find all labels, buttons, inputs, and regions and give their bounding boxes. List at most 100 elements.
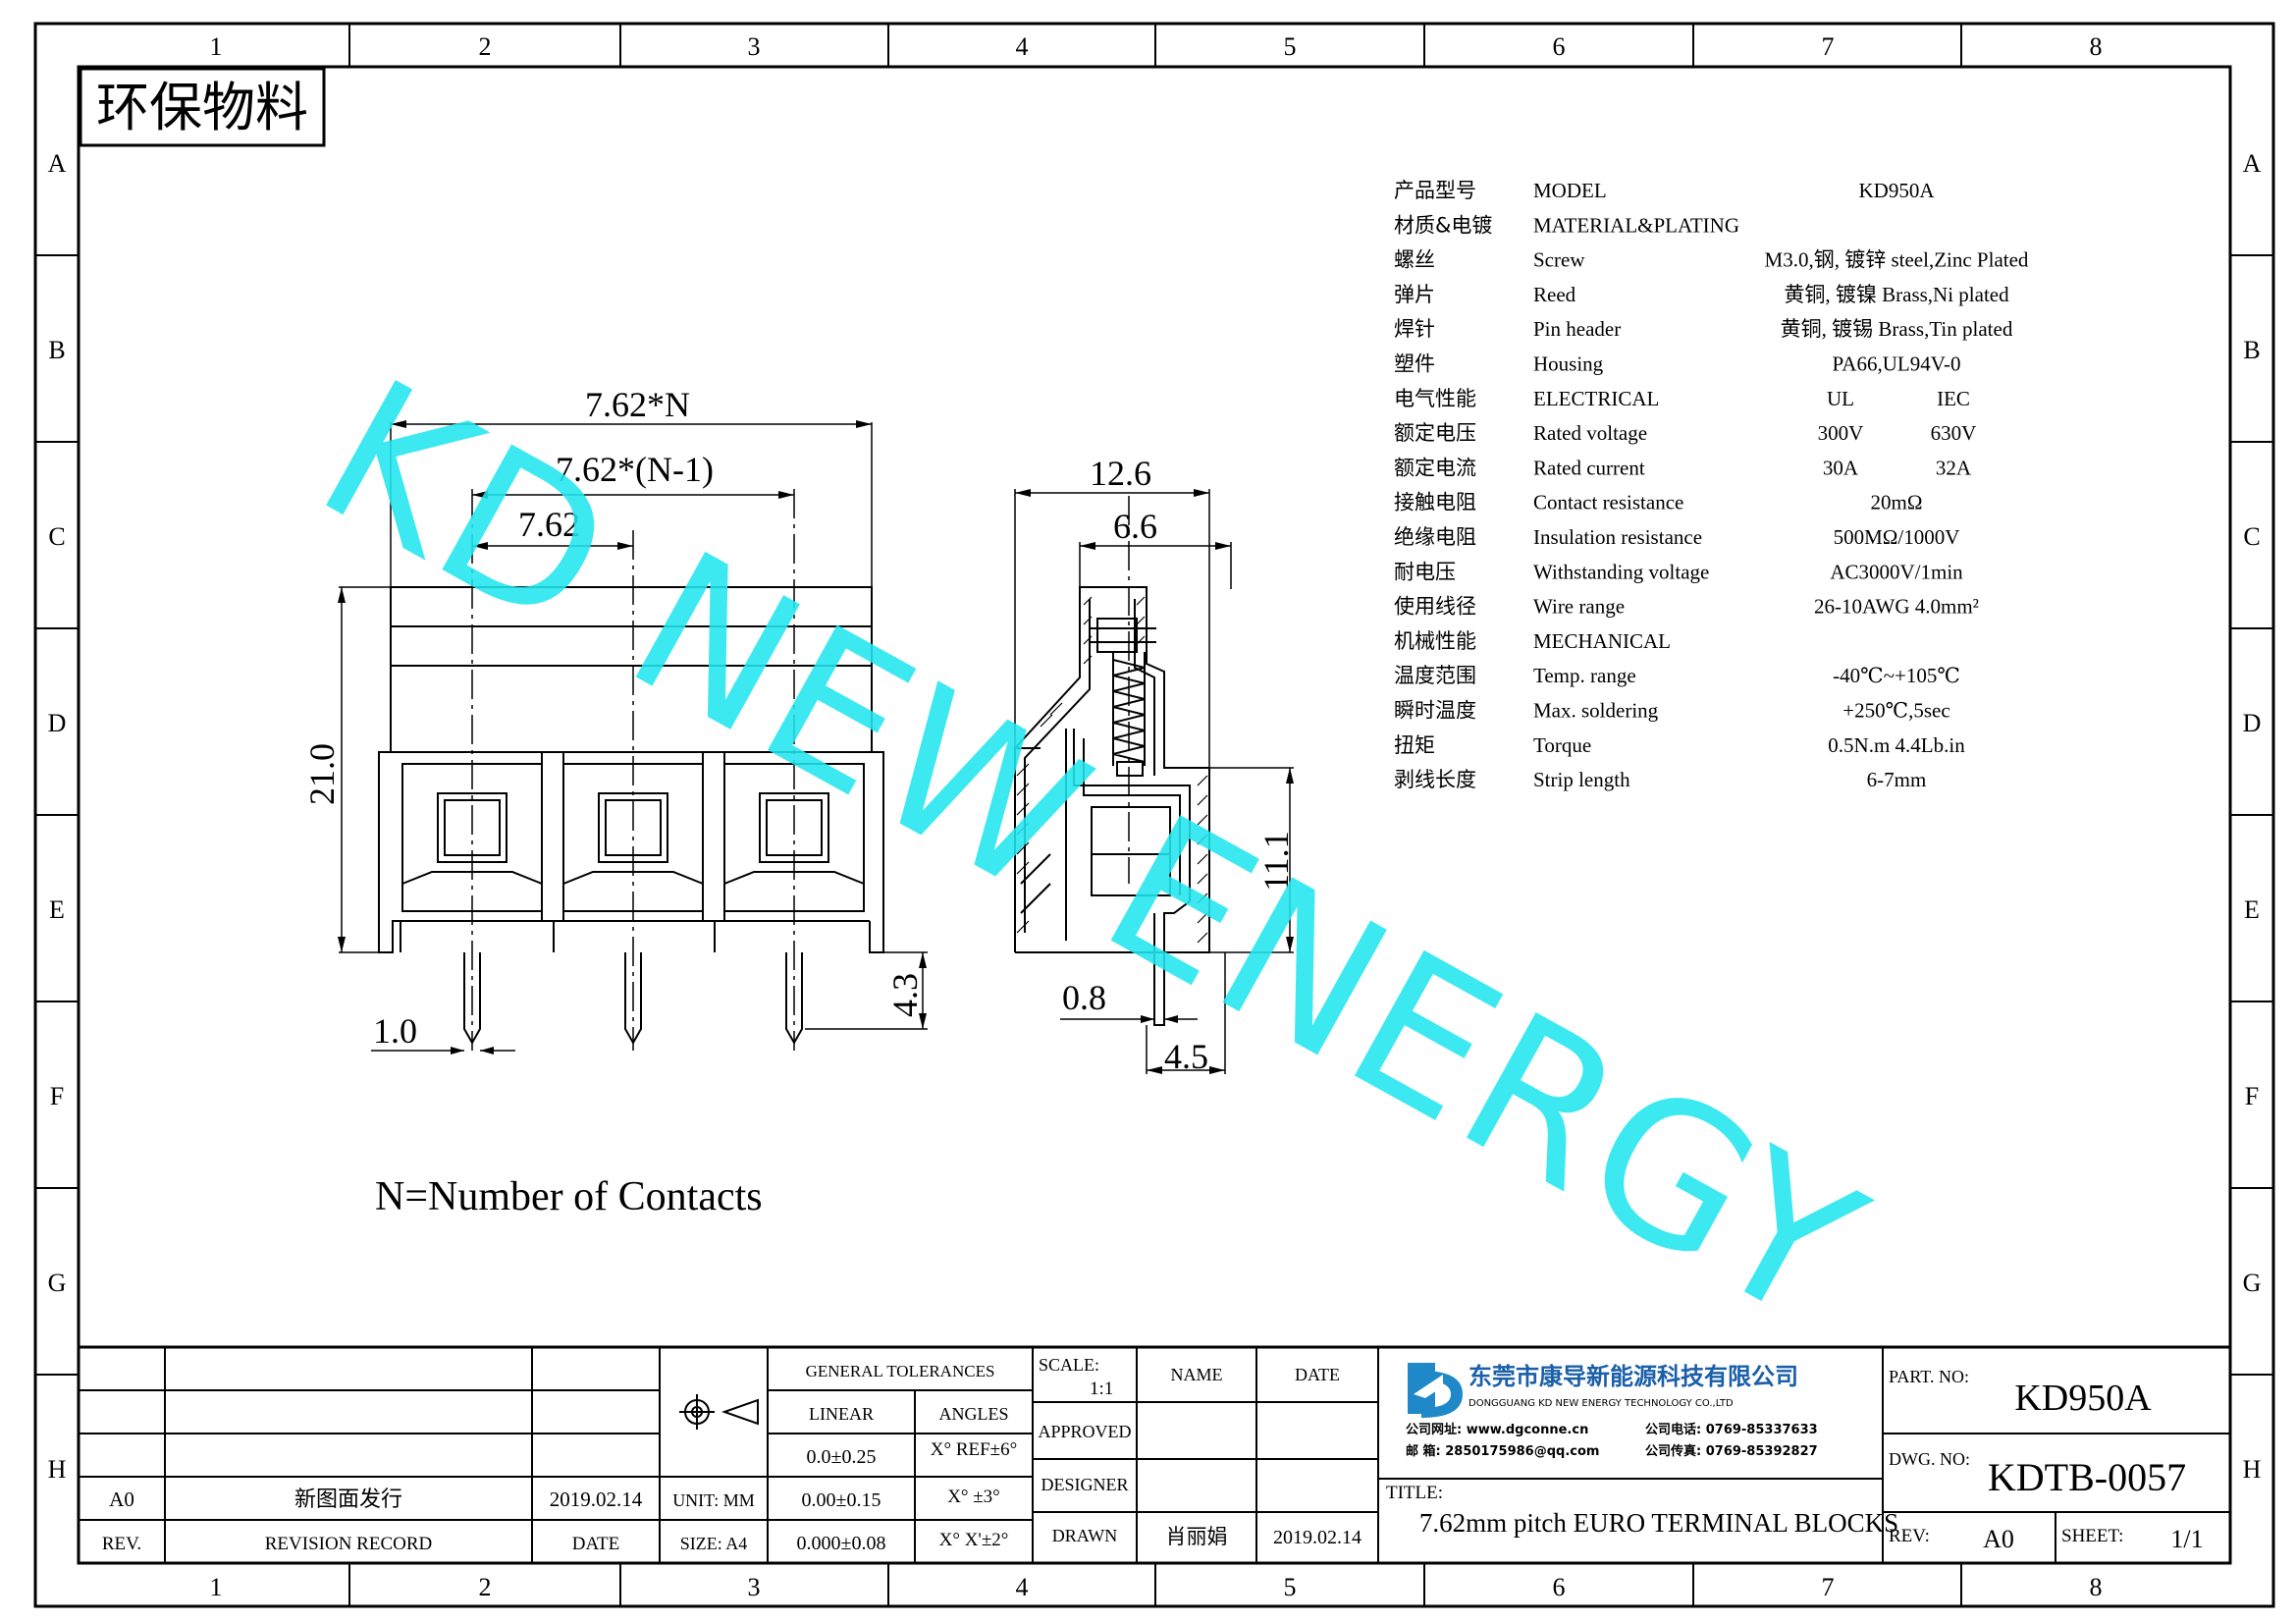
spec-label-zh: 使用线径 — [1394, 595, 1476, 619]
spec-label-zh: 电气性能 — [1394, 387, 1476, 410]
spec-label-en: MECHANICAL — [1533, 629, 1671, 653]
dim-offset: 4.5 — [1164, 1037, 1208, 1076]
rev-value: A0 — [1983, 1525, 2014, 1553]
spec-value-ul: UL — [1827, 387, 1854, 410]
row-label: F — [50, 1082, 64, 1110]
row-label: H — [48, 1455, 67, 1484]
eco-stamp-text: 环保物料 — [96, 77, 308, 138]
dim-body-low: 11.1 — [1256, 831, 1296, 892]
frame-column-labels: 1 2 3 4 5 6 7 8 1 2 3 4 5 6 7 8 — [210, 32, 2103, 1601]
drawn-date: 2019.02.14 — [1273, 1527, 1362, 1548]
drawing-title: 7.62mm pitch EURO TERMINAL BLOCKS — [1419, 1508, 1898, 1538]
unit-label: UNIT: MM — [672, 1490, 755, 1510]
dim-pitch-n-minus-1: 7.62*(N-1) — [556, 450, 714, 489]
col-label: 1 — [210, 32, 223, 61]
linear-header: LINEAR — [809, 1404, 874, 1424]
company-fax: 公司传真: 0769-85392827 — [1645, 1443, 1818, 1459]
spec-value: KD950A — [1859, 179, 1936, 202]
side-view — [1014, 489, 1294, 1074]
spec-label-en: Pin header — [1533, 317, 1621, 341]
spec-value-iec: IEC — [1937, 387, 1970, 410]
frame-row-labels: A B C D E F G H A B C D E F G H — [48, 149, 2262, 1484]
sheet-value: 1/1 — [2170, 1525, 2203, 1553]
sheet-label: SHEET: — [2061, 1526, 2123, 1546]
scale-label: SCALE: — [1039, 1355, 1099, 1375]
title-label: TITLE: — [1386, 1483, 1443, 1503]
spec-value: 黄铜, 镀锡 Brass,Tin plated — [1781, 317, 2013, 341]
spec-label-en: MATERIAL&PLATING — [1533, 213, 1739, 237]
spec-label-zh: 剥线长度 — [1394, 768, 1476, 791]
col-label: 6 — [1553, 1573, 1566, 1601]
title-block-text: A0 新图面发行 2019.02.14 REV. REVISION RECORD… — [102, 1355, 2204, 1554]
spec-label-zh: 瞬时温度 — [1394, 699, 1476, 723]
size-label: SIZE: A4 — [680, 1534, 748, 1553]
angle-tolerance-1: X° REF±6° — [931, 1439, 1017, 1460]
col-label: 3 — [748, 1573, 761, 1601]
approved-label: APPROVED — [1038, 1422, 1131, 1441]
spec-value: 0.5N.m 4.4Lb.in — [1828, 733, 1965, 757]
spec-label-en: Rated voltage — [1533, 421, 1647, 445]
spec-label-zh: 焊针 — [1394, 317, 1435, 341]
spec-label-zh: 螺丝 — [1394, 248, 1435, 272]
row-label: F — [2245, 1082, 2259, 1110]
spec-label-en: Temp. range — [1533, 664, 1636, 687]
spec-label-en: Withstanding voltage — [1533, 560, 1709, 583]
dim-screw: 6.6 — [1113, 507, 1157, 546]
spec-label-en: Screw — [1533, 248, 1585, 272]
name-header: NAME — [1171, 1365, 1223, 1384]
tolerance-3: 0.000±0.08 — [797, 1533, 886, 1554]
spec-label-zh: 绝缘电阻 — [1394, 525, 1476, 549]
screw-spring — [1112, 652, 1146, 777]
rev-date: 2019.02.14 — [550, 1488, 643, 1511]
spec-label-zh: 扭矩 — [1394, 733, 1435, 757]
dim-height: 21.0 — [302, 743, 342, 805]
date-header-2: DATE — [1295, 1365, 1340, 1384]
spec-label-zh: 弹片 — [1394, 283, 1435, 306]
spec-label-zh: 耐电压 — [1394, 560, 1456, 583]
spec-label-zh: 温度范围 — [1394, 664, 1476, 687]
spec-value: 20mΩ — [1871, 491, 1923, 514]
dim-pitch: 7.62 — [518, 505, 580, 544]
front-dimension-text: 7.62*N 7.62*(N-1) 7.62 21.0 4.3 1.0 — [302, 385, 925, 1051]
col-label: 3 — [748, 32, 761, 61]
row-label: D — [2243, 709, 2262, 737]
spec-value: +250℃,5sec — [1842, 699, 1949, 723]
col-label: 8 — [2090, 32, 2103, 61]
front-dimension-lines — [339, 422, 928, 1052]
row-label: B — [2243, 336, 2260, 364]
col-label: 6 — [1553, 32, 1566, 61]
spec-value: 26-10AWG 4.0mm² — [1814, 595, 1979, 619]
spec-label-en: Torque — [1533, 733, 1591, 757]
part-no-value: KD950A — [2014, 1378, 2152, 1419]
eco-material-stamp: 环保物料 — [79, 67, 326, 147]
company-name-zh: 东莞市康导新能源科技有限公司 — [1468, 1363, 1798, 1390]
rev-header: REV. — [102, 1534, 141, 1554]
row-label: H — [2243, 1455, 2262, 1484]
col-label: 5 — [1284, 1573, 1297, 1601]
spec-label-en: Max. soldering — [1533, 699, 1659, 723]
contacts-note: N=Number of Contacts — [375, 1174, 763, 1219]
rev-description: 新图面发行 — [294, 1488, 402, 1512]
col-label: 7 — [1822, 1573, 1835, 1601]
front-arrowheads — [338, 420, 927, 1055]
front-view — [338, 420, 928, 1055]
rev-code: A0 — [109, 1488, 134, 1511]
col-label: 4 — [1016, 32, 1029, 61]
angle-tolerance-3: X° X'±2° — [939, 1530, 1009, 1550]
row-label: A — [48, 149, 67, 178]
row-label: G — [48, 1269, 67, 1297]
spec-label-en: Housing — [1533, 352, 1604, 376]
row-label: E — [2244, 895, 2260, 924]
spec-label-en: Contact resistance — [1533, 491, 1683, 514]
part-no-label: PART. NO: — [1889, 1367, 1969, 1386]
spec-value: 6-7mm — [1867, 768, 1927, 791]
general-tolerances-header: GENERAL TOLERANCES — [806, 1362, 995, 1380]
company-email: 邮 箱: 2850175986@qq.com — [1406, 1443, 1599, 1459]
col-label: 8 — [2090, 1573, 2103, 1601]
projection-symbol-icon — [679, 1394, 759, 1430]
spec-label-zh: 材质&电镀 — [1394, 213, 1492, 237]
spec-value-iec: 630V — [1931, 421, 1977, 445]
dim-pitch-n: 7.62*N — [585, 385, 690, 424]
angles-header: ANGLES — [939, 1404, 1009, 1424]
